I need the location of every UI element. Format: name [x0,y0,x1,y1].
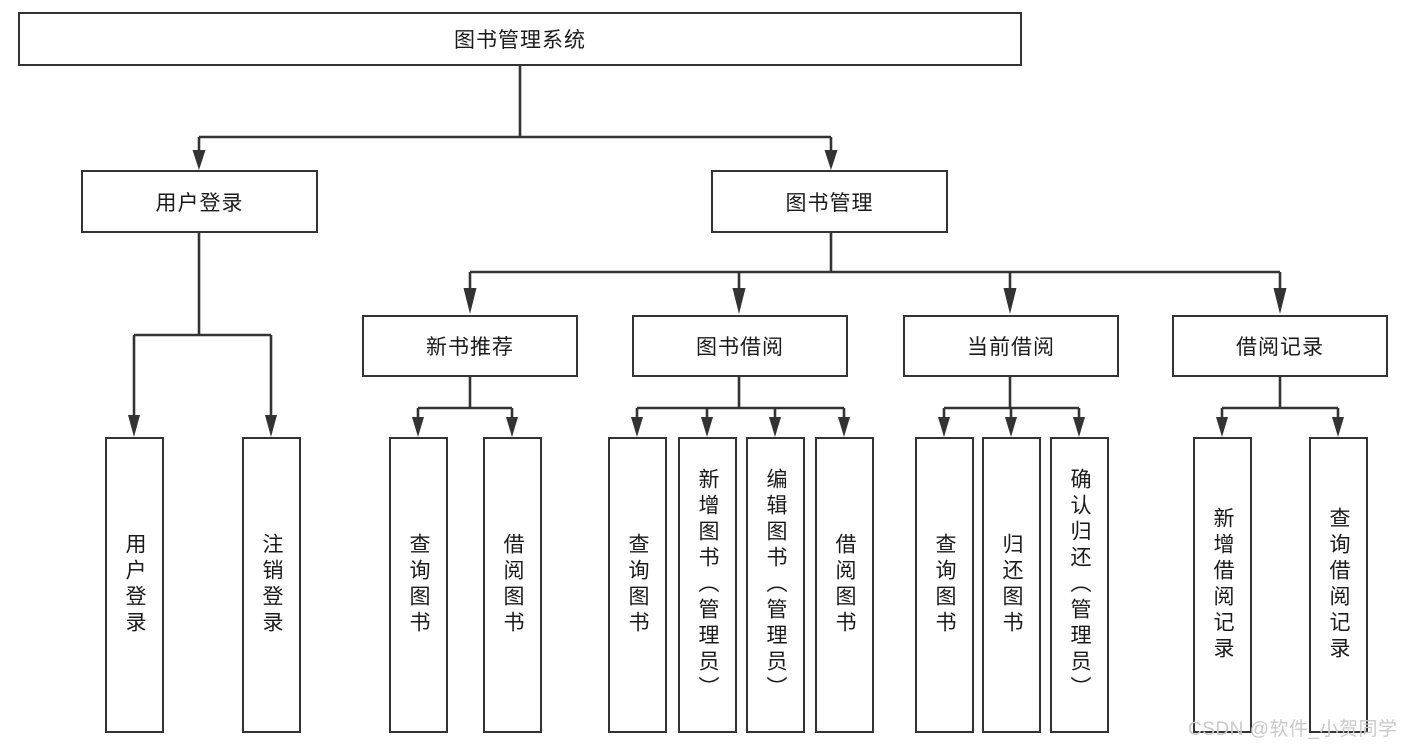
leaf-book-borrow-edit[interactable]: 编辑图书（管理员） [746,437,805,733]
node-label: 确认归还（管理员） [1068,468,1091,702]
node-label: 图书管理 [785,191,874,215]
node-label: 新增图书（管理员） [696,468,719,702]
leaf-current-borrow-confirm-return[interactable]: 确认归还（管理员） [1050,437,1109,733]
node-current-borrow[interactable]: 当前借阅 [903,315,1119,377]
node-book-management[interactable]: 图书管理 [711,170,948,233]
leaf-book-borrow-lend[interactable]: 借阅图书 [815,437,874,733]
node-label: 图书管理系统 [454,29,586,52]
leaf-borrow-record-query[interactable]: 查询借阅记录 [1309,437,1368,733]
leaf-book-borrow-query[interactable]: 查询图书 [608,437,667,733]
node-label: 查询图书 [407,533,430,637]
node-label: 注销登录 [260,533,283,637]
node-label: 借阅图书 [501,533,524,637]
node-book-borrow[interactable]: 图书借阅 [632,315,848,377]
leaf-borrow-record-add[interactable]: 新增借阅记录 [1193,437,1252,733]
leaf-current-borrow-return[interactable]: 归还图书 [982,437,1041,733]
leaf-new-book-borrow[interactable]: 借阅图书 [483,437,542,733]
node-user-login[interactable]: 用户登录 [81,170,318,233]
node-label: 图书借阅 [696,336,784,359]
leaf-user-login-signin[interactable]: 用户登录 [105,437,164,733]
node-label: 用户登录 [155,191,244,215]
node-label: 用户登录 [123,533,146,637]
node-root-system[interactable]: 图书管理系统 [18,12,1022,66]
leaf-user-login-signout[interactable]: 注销登录 [242,437,301,733]
node-label: 新书推荐 [426,336,514,359]
leaf-book-borrow-add[interactable]: 新增图书（管理员） [678,437,737,733]
node-label: 借阅图书 [833,533,856,637]
node-label: 查询图书 [933,533,956,637]
node-new-book-recommend[interactable]: 新书推荐 [362,315,578,377]
node-label: 查询图书 [626,533,649,637]
leaf-current-borrow-query[interactable]: 查询图书 [915,437,974,733]
node-label: 归还图书 [1000,533,1023,637]
node-label: 当前借阅 [967,336,1055,359]
csdn-watermark: CSDN @软件_小贺同学 [1188,719,1398,740]
node-borrow-record[interactable]: 借阅记录 [1172,315,1388,377]
node-label: 新增借阅记录 [1211,507,1234,663]
node-label: 编辑图书（管理员） [764,468,787,702]
node-label: 查询借阅记录 [1327,507,1350,663]
node-label: 借阅记录 [1236,336,1324,359]
leaf-new-book-query[interactable]: 查询图书 [389,437,448,733]
